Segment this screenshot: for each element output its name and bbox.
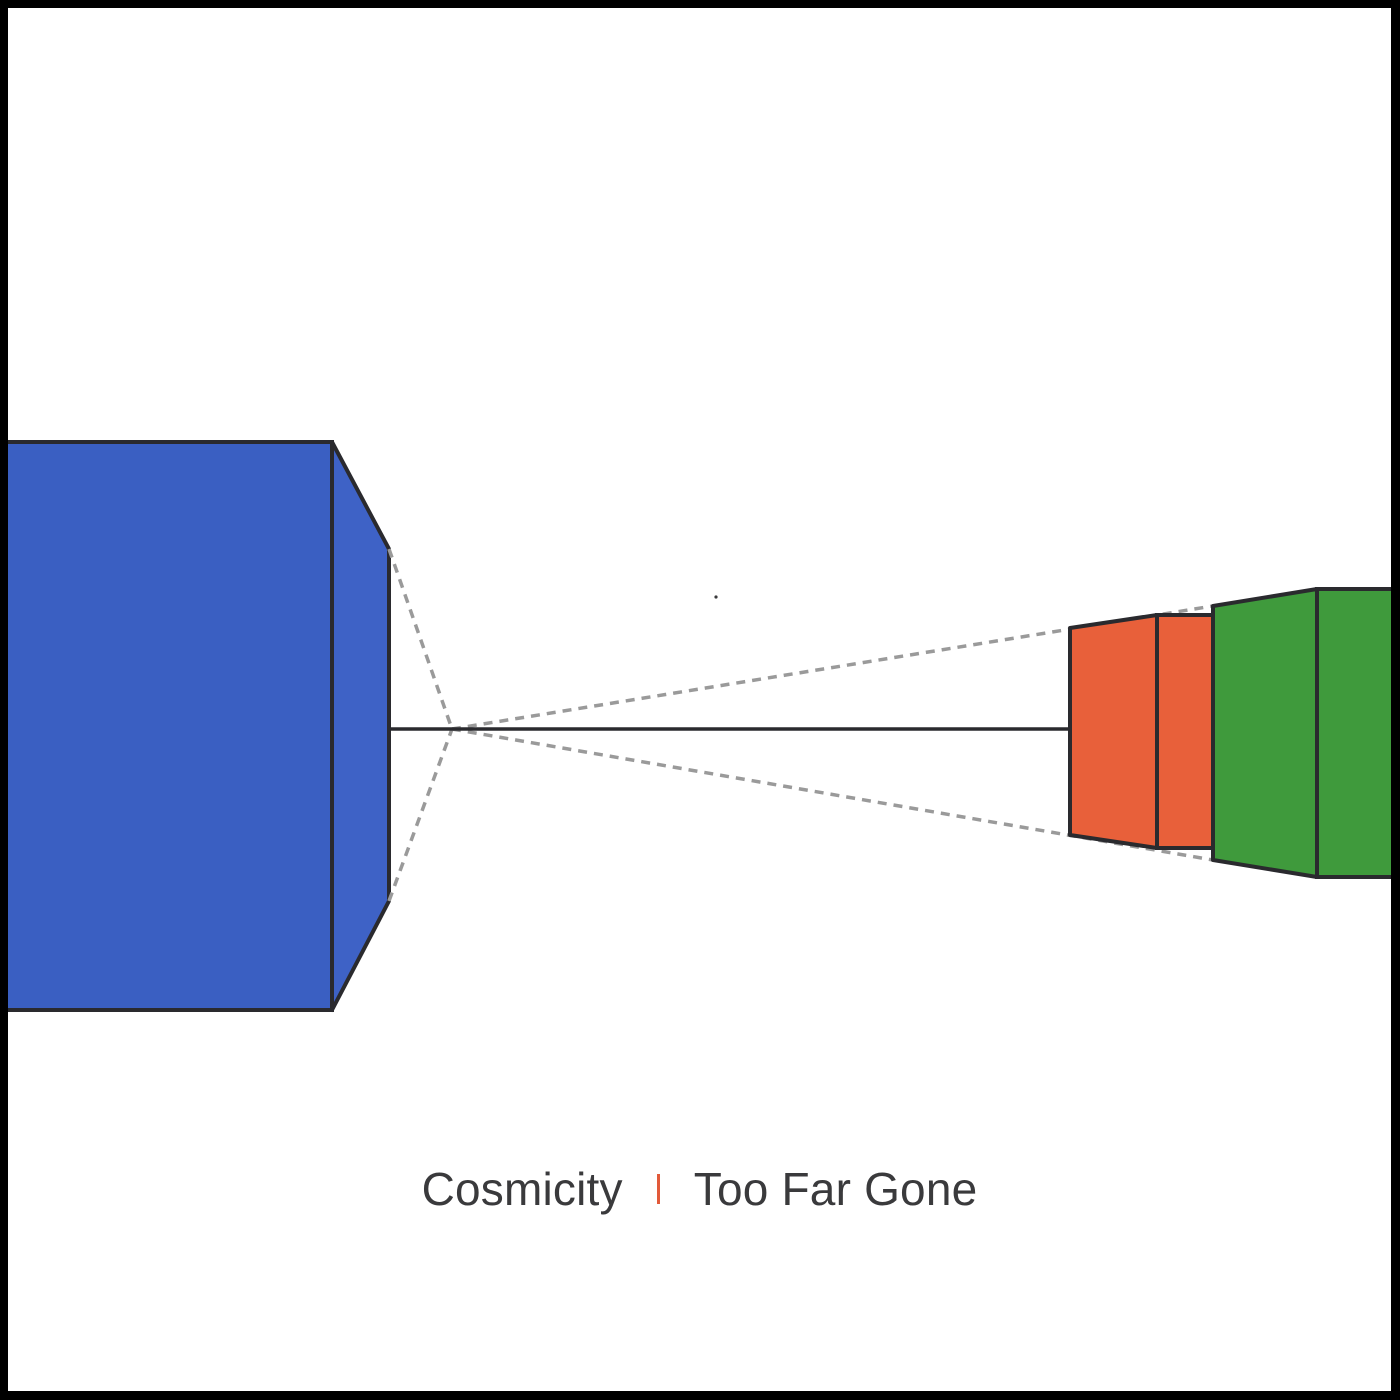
orange-box-right	[1155, 613, 1215, 850]
album-title: Too Far Gone	[693, 1162, 978, 1215]
blue-box-front	[8, 440, 334, 1012]
orange-box-left	[1068, 613, 1159, 850]
green-box-front	[1315, 587, 1391, 879]
album-cover: Cosmicity Too Far Gone	[8, 8, 1391, 1391]
artist-name: Cosmicity	[421, 1162, 623, 1215]
speck	[714, 595, 718, 599]
title-line: Cosmicity Too Far Gone	[8, 1158, 1391, 1216]
title-divider	[656, 1173, 660, 1204]
green-box-side	[1211, 587, 1319, 879]
cover-artwork	[8, 440, 1391, 1012]
blue-box-side	[330, 440, 391, 1012]
